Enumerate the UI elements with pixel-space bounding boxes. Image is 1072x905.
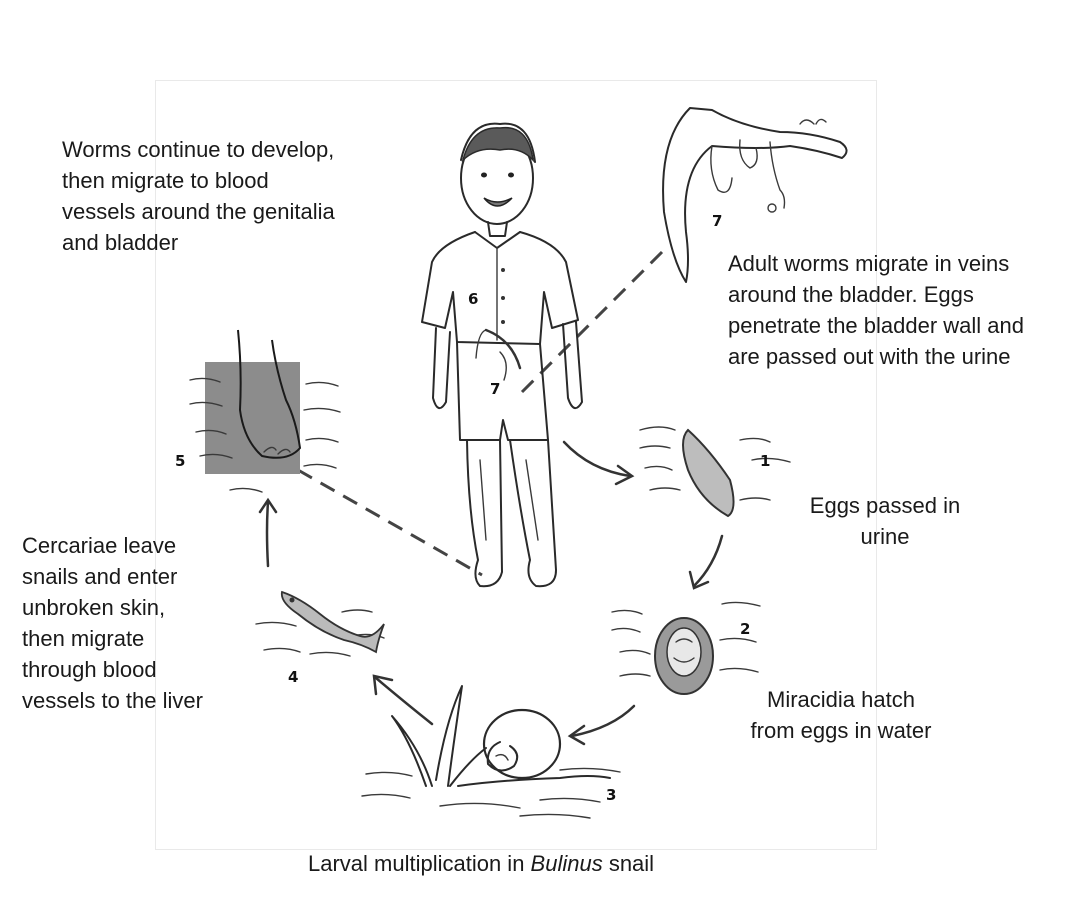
label-larval-genus: Bulinus	[531, 851, 603, 876]
label-adult-worms: Adult worms migrate in veins around the …	[728, 248, 1068, 372]
stage-number-4: 4	[288, 668, 298, 686]
label-larval-suffix: snail	[603, 851, 654, 876]
label-larval-multiplication: Larval multiplication in Bulinus snail	[308, 848, 728, 879]
label-larval-prefix: Larval multiplication in	[308, 851, 531, 876]
label-cercariae: Cercariae leave snails and enter unbroke…	[22, 530, 252, 716]
label-eggs-passed: Eggs passed in urine	[780, 490, 990, 552]
label-miracidia: Miracidia hatch from eggs in water	[726, 684, 956, 746]
stage-number-6: 6	[468, 290, 478, 308]
stage-number-5: 5	[175, 452, 185, 470]
egg-drawing	[640, 427, 790, 516]
label-worms-develop: Worms continue to develop, then migrate …	[62, 134, 392, 258]
dashed-line-skin-to-foot	[298, 470, 482, 575]
skin-entry-drawing	[190, 330, 340, 492]
stage-number-3: 3	[606, 786, 616, 804]
stage-number-7-body: 7	[490, 380, 500, 398]
boy-figure	[422, 124, 582, 587]
stage-number-7-worm: 7	[712, 212, 722, 230]
snail-drawing	[362, 686, 620, 818]
stage-number-1: 1	[760, 452, 770, 470]
cercaria-drawing	[256, 592, 384, 656]
miracidium-drawing	[612, 602, 760, 694]
stage-number-2: 2	[740, 620, 750, 638]
